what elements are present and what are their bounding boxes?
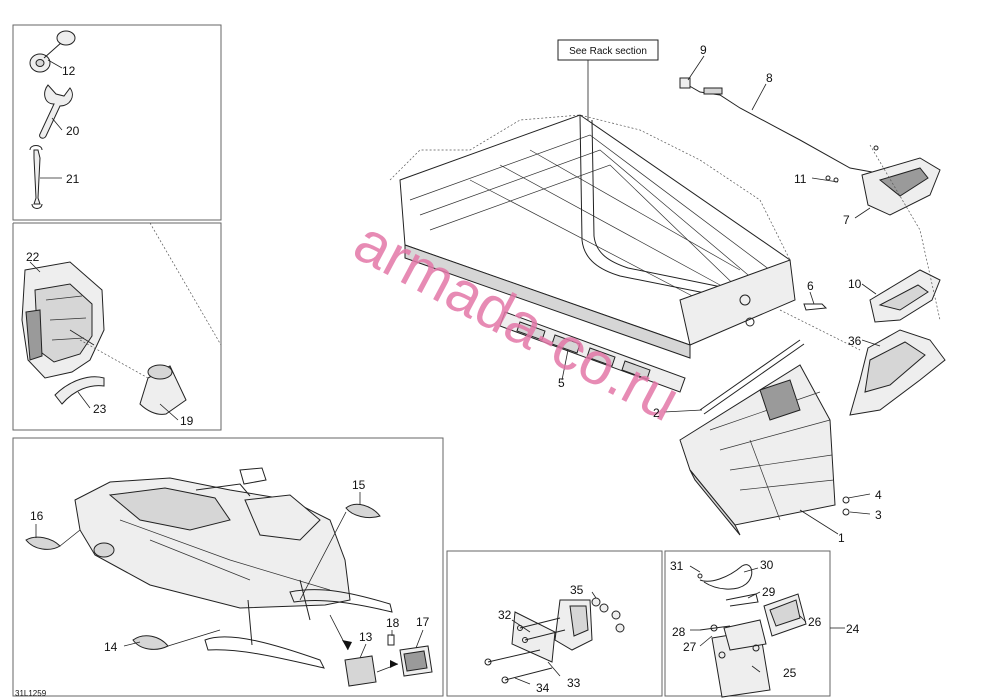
screw-18: [387, 634, 395, 646]
callout-12: 12: [62, 64, 76, 78]
callout-23: 23: [93, 402, 107, 416]
callout-28: 28: [672, 625, 686, 639]
callout-27: 27: [683, 640, 697, 654]
hitch-bolts: [484, 617, 566, 684]
callout-4: 4: [875, 488, 882, 502]
wiring-cable: [679, 77, 873, 173]
storage-bag: [21, 261, 105, 379]
callout-26: 26: [808, 615, 822, 629]
callout-13: 13: [359, 630, 373, 644]
license-plate-bracket: [711, 619, 771, 698]
lanyard-30: [697, 564, 753, 590]
callout-2: 2: [653, 406, 660, 420]
callout-9: 9: [700, 43, 707, 57]
callout-36: 36: [848, 334, 862, 348]
seal-strip: [699, 339, 805, 415]
callout-14: 14: [104, 640, 118, 654]
suction-cup: [29, 30, 76, 73]
watermark: armada-co.ru: [344, 207, 691, 434]
rear-storage-box: [679, 364, 836, 536]
panel-plate-bracket: [664, 550, 831, 697]
callout-10: 10: [848, 277, 862, 291]
panel-vehicle: [12, 437, 444, 697]
drawing-code: 31L1259: [15, 689, 47, 698]
callout-32: 32: [498, 608, 512, 622]
fastener-6: [803, 303, 828, 311]
open-end-wrench: [29, 145, 43, 209]
callout-29: 29: [762, 585, 776, 599]
snowmobile: [74, 467, 393, 669]
callout-15: 15: [352, 478, 366, 492]
side-rail: [499, 311, 686, 393]
decal-16: [25, 536, 61, 550]
callout-8: 8: [766, 71, 773, 85]
side-guard-lower: [849, 329, 946, 416]
panel-hitch: [446, 550, 663, 697]
callout-5: 5: [558, 376, 565, 390]
decal-15: [345, 503, 381, 519]
callout-25: 25: [783, 666, 797, 680]
callout-18: 18: [386, 616, 400, 630]
hitch-bracket: [511, 599, 593, 663]
pin-27-28: [699, 624, 731, 632]
callout-34: 34: [536, 681, 550, 695]
reference-label: See Rack section: [569, 46, 647, 57]
callout-21: 21: [66, 172, 80, 186]
callout-11: 11: [794, 172, 807, 186]
callout-33: 33: [567, 676, 581, 690]
callout-17: 17: [416, 615, 430, 629]
callout-35: 35: [570, 583, 584, 597]
panel-storage-bag: [12, 222, 222, 431]
callout-1: 1: [838, 531, 845, 545]
callout-labels: 1 2 3 4 5 6 7 8 9 10 11 12 13 14 15 16 1…: [26, 43, 882, 695]
callout-20: 20: [66, 124, 80, 138]
callout-3: 3: [875, 508, 882, 522]
hitch-nuts: [591, 597, 625, 633]
callout-19: 19: [180, 414, 194, 428]
callout-16: 16: [30, 509, 44, 523]
leaders: [29, 55, 881, 685]
side-guard-upper: [869, 269, 941, 323]
spanner-wrench: [39, 84, 73, 139]
reflector-17: [399, 645, 433, 677]
thermos-bottle: [79, 339, 187, 415]
bracket-26: [763, 593, 807, 637]
fasteners-3-4: [842, 496, 850, 516]
rack-assembly: [389, 114, 796, 359]
callout-7: 7: [843, 213, 850, 227]
tail-light: [825, 145, 941, 216]
callout-22: 22: [26, 250, 40, 264]
callout-24: 24: [846, 622, 860, 636]
bag-strap: [54, 376, 105, 405]
panel-tools: [12, 24, 222, 221]
reference-box: See Rack section: [557, 39, 659, 120]
clip-29: [725, 593, 759, 607]
callout-31: 31: [670, 559, 684, 573]
reflector-13: [344, 655, 377, 687]
callout-6: 6: [807, 279, 814, 293]
callout-30: 30: [760, 558, 774, 572]
